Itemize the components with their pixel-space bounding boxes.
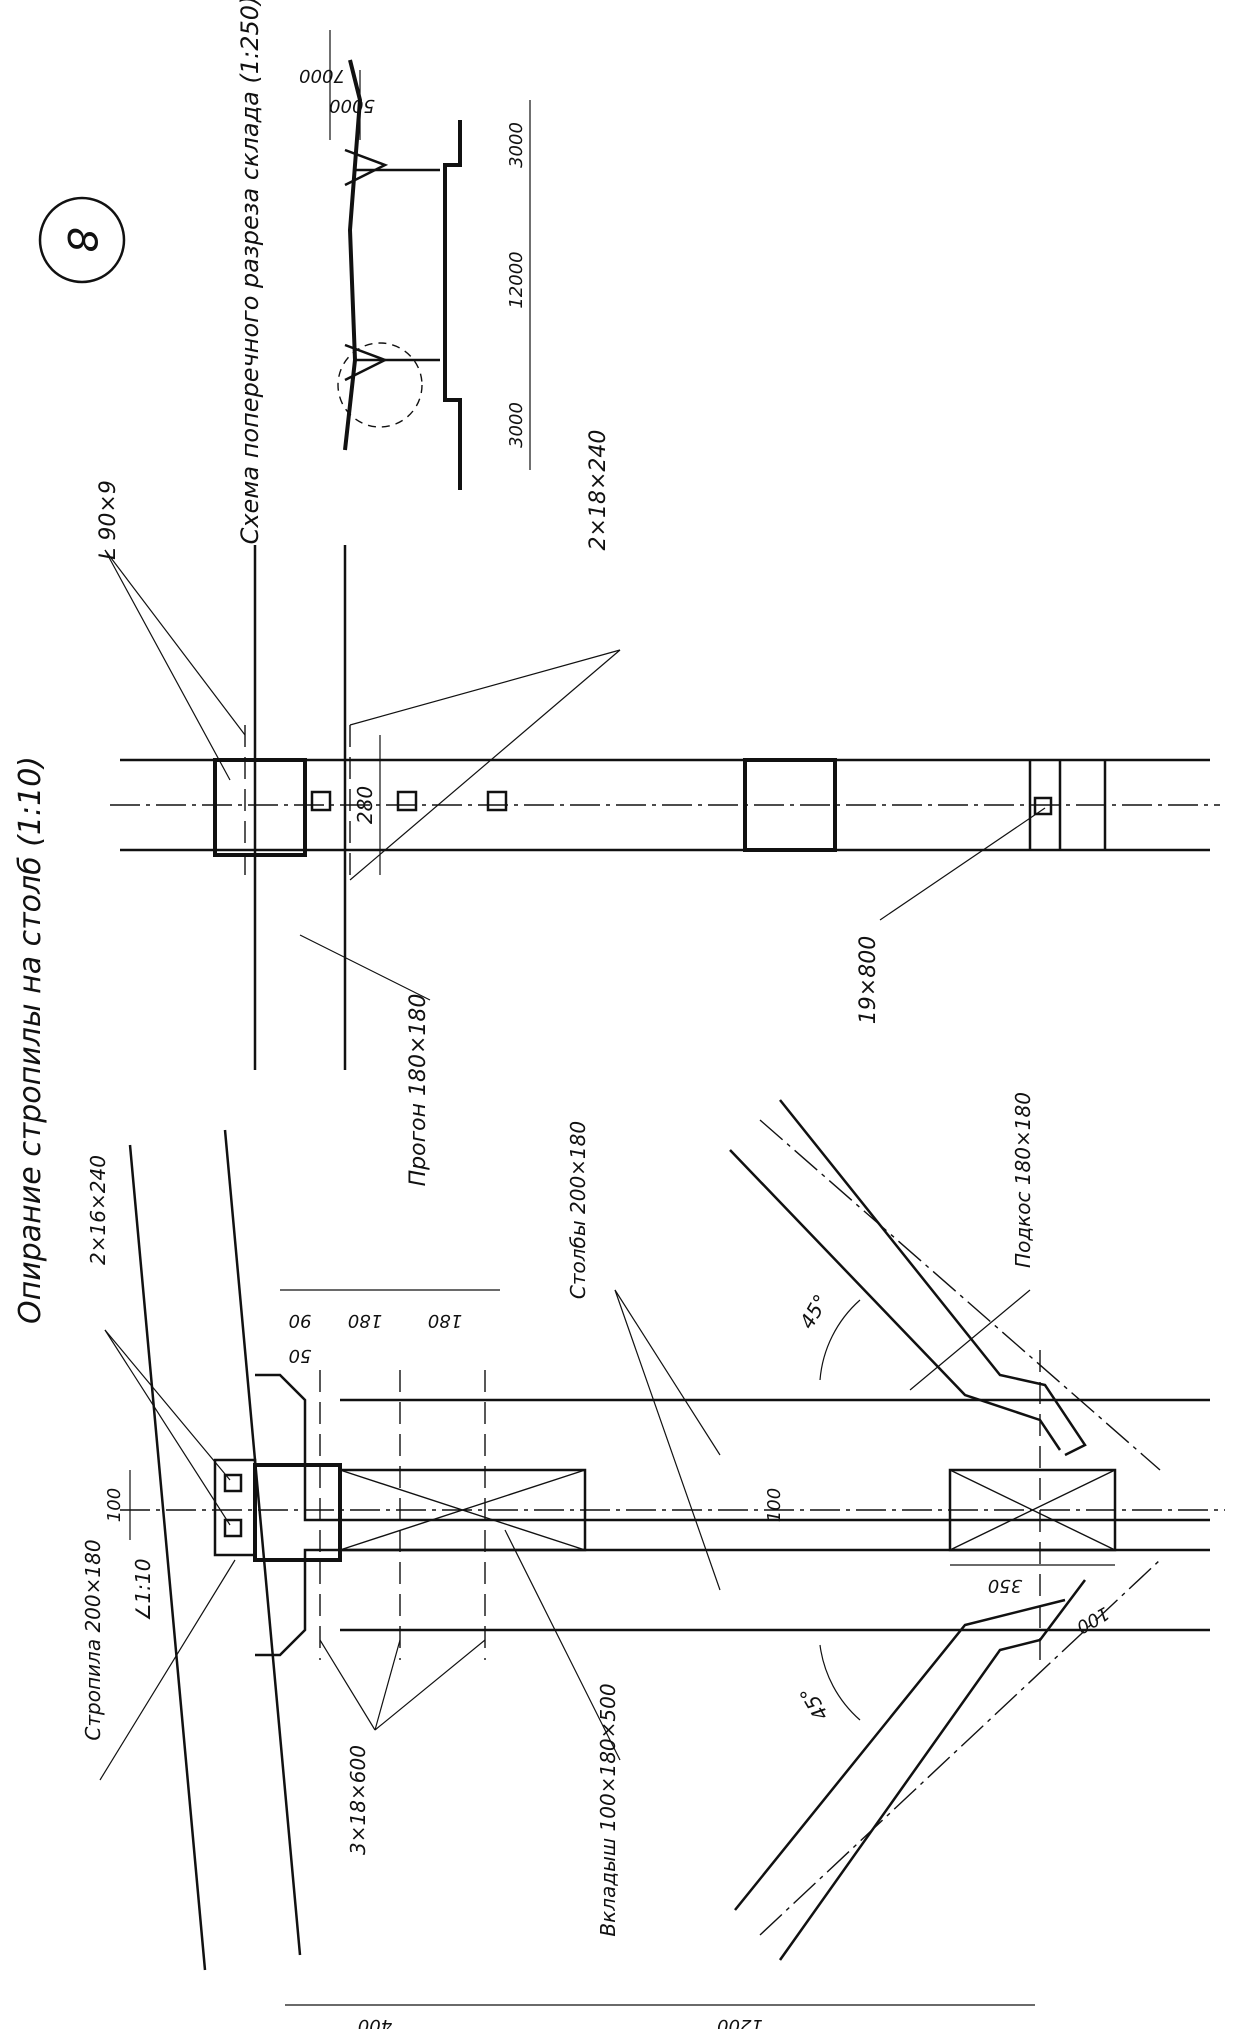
scheme-dim-7000: 7000 — [299, 65, 345, 86]
post-cap — [253, 1463, 342, 1562]
plan-view: 280 — [104, 545, 1220, 1070]
dim-350: 350 — [988, 1575, 1022, 1596]
dim-90: 90 — [289, 1310, 312, 1331]
angle-45-top: 45° — [795, 1290, 834, 1333]
label-angle-steel: L 90×9 — [96, 480, 121, 560]
sheet-number: 8 — [58, 227, 104, 252]
label-brace: Подкос 180×180 — [1011, 1092, 1035, 1268]
plan-post-top — [213, 758, 307, 857]
scheme-dim-3000-b: 3000 — [506, 402, 527, 448]
label-bolts-plan: 2×18×240 — [586, 430, 611, 551]
scheme-truss-left — [344, 343, 389, 382]
dim-180-a: 180 — [348, 1310, 382, 1331]
scheme-dim-12000: 12000 — [506, 251, 527, 308]
side-view — [99, 1099, 1225, 2006]
label-posts: Столбы 200×180 — [566, 1121, 590, 1299]
scheme-outline — [443, 120, 462, 490]
dim-180-b: 180 — [428, 1310, 462, 1331]
scheme-truss-right — [344, 148, 389, 187]
label-strop: Стропила 200×180 — [81, 1539, 105, 1740]
warehouse-section-scheme: Схема поперечного разреза склада (1:250)… — [236, 0, 531, 544]
label-nail: 19×800 — [856, 936, 881, 1024]
label-purlin: Прогон 180×180 — [406, 994, 431, 1187]
sheet-number-badge: 8 — [38, 196, 126, 284]
scheme-title: Схема поперечного разреза склада (1:250) — [236, 0, 264, 544]
dim-100-a: 100 — [104, 1488, 125, 1522]
scheme-dim-3000-a: 3000 — [506, 122, 527, 168]
dim-100-c: 100 — [1073, 1602, 1113, 1637]
label-bolts-mid: 3×18×600 — [346, 1745, 370, 1855]
plan-post-bottom — [743, 758, 837, 852]
scheme-callout-circle — [337, 342, 423, 428]
label-bolts-top: 2×16×240 — [86, 1155, 110, 1265]
drawing-title: Опирание стропилы на столб (1:10) — [13, 756, 48, 1324]
dim-1200: 1200 — [717, 2015, 763, 2029]
dim-100-b: 100 — [764, 1488, 785, 1522]
dim-50: 50 — [289, 1345, 312, 1366]
dim-280: 280 — [353, 786, 377, 824]
angle-45-bottom: 45° — [795, 1682, 834, 1725]
dim-400: 400 — [358, 2015, 392, 2029]
scheme-roof — [343, 59, 363, 451]
label-insert: Вкладыш 100×180×500 — [596, 1683, 620, 1936]
scheme-dim-5000: 5000 — [329, 95, 375, 116]
label-slope: ∠1:10 — [131, 1559, 155, 1622]
